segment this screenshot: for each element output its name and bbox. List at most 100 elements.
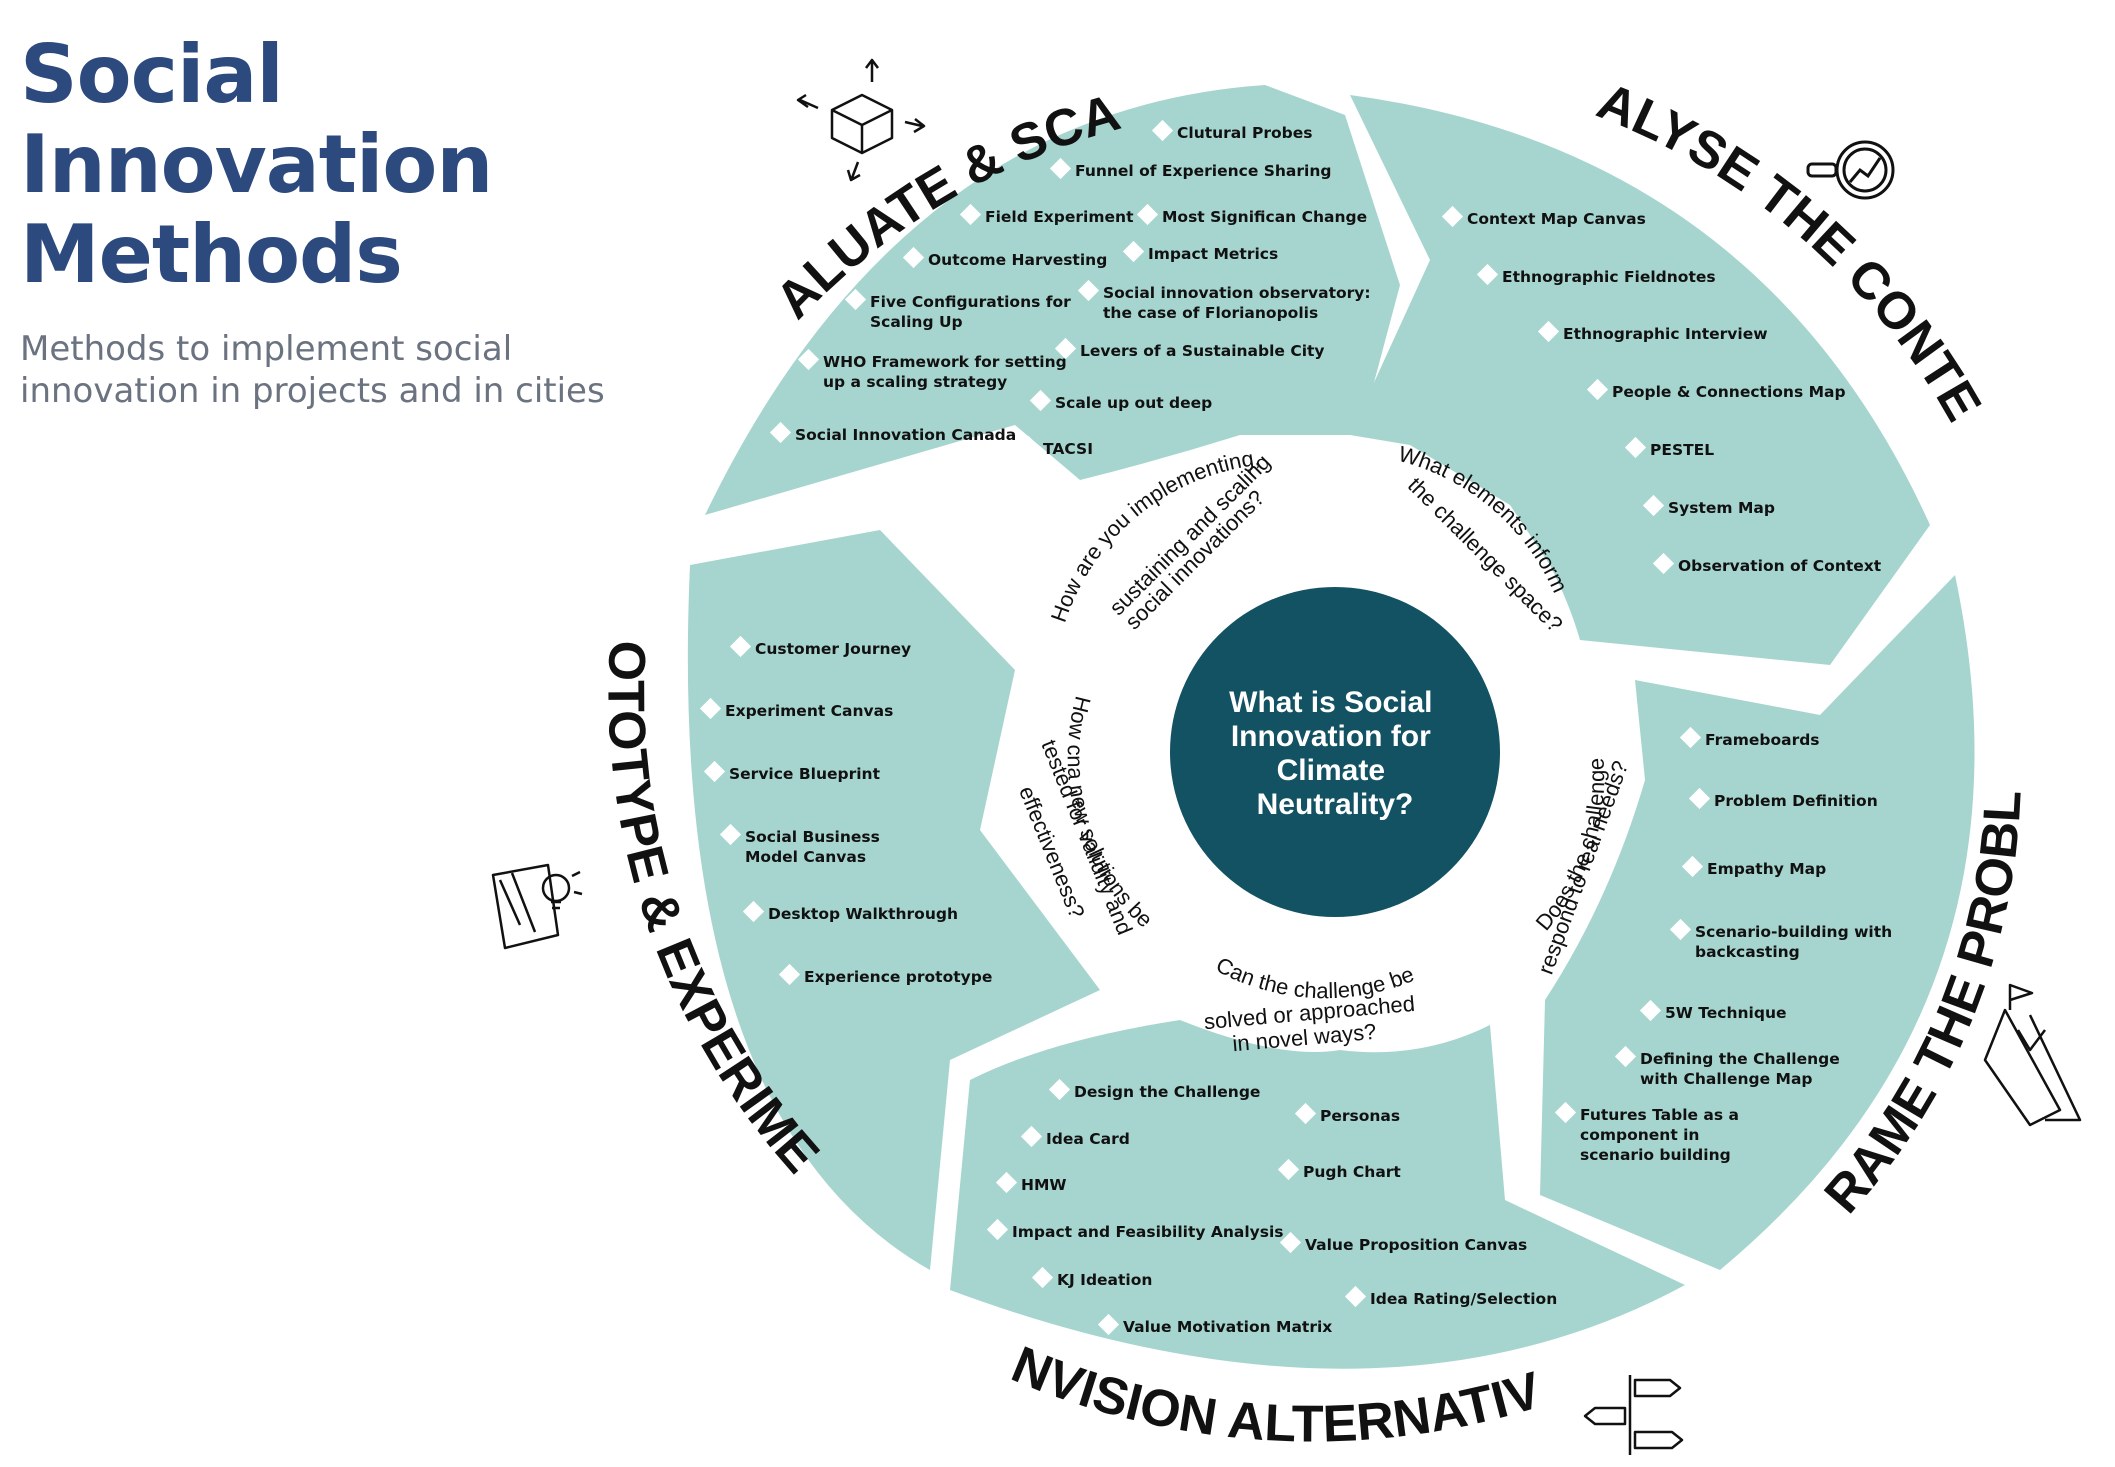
diamond-bullet-icon [959,203,982,226]
method-label: Customer Journey [755,640,911,658]
method-label: Pugh Chart [1303,1163,1401,1181]
method-item: Frameboards [1679,726,1820,749]
diamond-bullet-icon [995,1171,1018,1194]
segment-analyse-shape [1350,95,1930,665]
blueprint-bulb-icon [491,863,583,950]
method-item: Context Map Canvas [1441,205,1646,228]
center-line: What is Social [1229,686,1432,719]
segment-envision [950,1020,1685,1369]
method-label: 5W Technique [1665,1004,1787,1022]
method-label: Design the Challenge [1074,1083,1260,1101]
diamond-bullet-icon [797,348,820,371]
center-line: Climate [1277,754,1385,787]
method-item: Idea Rating/Selection [1344,1285,1557,1308]
method-label: Experience prototype [804,968,992,986]
segment-evaluate-shape [705,85,1400,515]
method-label: up a scaling strategy [823,373,1007,391]
cube-arrows-icon [796,58,926,182]
method-label: scenario building [1580,1146,1731,1164]
diamond-bullet-icon [1652,552,1675,575]
method-item: Experience prototype [778,963,992,986]
method-label: Ethnographic Fieldnotes [1502,268,1716,286]
method-label: Ethnographic Interview [1563,325,1768,343]
method-item: People & Connections Map [1586,378,1846,401]
segment-reframe-shape [1540,575,1975,1270]
method-label: Impact Metrics [1148,245,1278,263]
method-label: Idea Card [1046,1130,1130,1148]
diamond-bullet-icon [986,1218,1009,1241]
segment-analyse [1350,95,1930,665]
method-item: Field Experiment [959,203,1134,226]
method-item: Observation of Context [1652,552,1882,575]
method-label: Social innovation observatory: [1103,284,1371,302]
subtitle-line: Methods to implement social [20,329,513,369]
method-item: Most Significan Change [1136,203,1367,226]
method-label: Empathy Map [1707,860,1826,878]
method-label: KJ Ideation [1057,1271,1152,1289]
method-label: Idea Rating/Selection [1370,1290,1557,1308]
method-label: Observation of Context [1678,557,1882,575]
method-label: Funnel of Experience Sharing [1075,162,1331,180]
center-line: Neutrality? [1257,788,1414,821]
diamond-bullet-icon [1679,726,1702,749]
subtitle-line: innovation in projects and in cities [20,371,605,411]
diamond-bullet-icon [778,963,801,986]
diamond-bullet-icon [769,421,792,444]
method-label: Value Proposition Canvas [1305,1236,1527,1254]
method-label: People & Connections Map [1612,383,1846,401]
method-item: Empathy Map [1681,855,1826,878]
segment-prototype-shape [687,530,1100,1270]
method-label: backcasting [1695,943,1800,961]
method-item: Value Proposition Canvas [1279,1231,1527,1254]
center-title: What is Social Innovation for Climate Ne… [1229,686,1441,821]
diamond-bullet-icon [1669,918,1692,941]
method-label: Experiment Canvas [725,702,893,720]
method-label: Futures Table as a [1580,1106,1739,1124]
method-item: 5W Technique [1639,999,1787,1022]
signpost-icon [1583,1375,1684,1455]
method-item: Desktop Walkthrough [742,900,958,923]
page-subtitle: Methods to implement social innovation i… [20,328,740,412]
diamond-bullet-icon [1639,999,1662,1022]
method-label: Defining the Challenge [1640,1050,1840,1068]
method-label: System Map [1668,499,1775,517]
method-item: Problem Definition [1688,787,1878,810]
diamond-bullet-icon [719,823,742,846]
segment-envision-shape [950,1020,1685,1369]
method-label: HMW [1021,1176,1067,1194]
method-label: Social Business [745,828,880,846]
method-label: Outcome Harvesting [928,251,1107,269]
center-line: Innovation for [1231,720,1431,753]
method-label: Service Blueprint [729,765,881,783]
title-line: Social Innovation [20,28,493,211]
method-label: Scale up out deep [1055,394,1212,412]
segment-prototype [687,530,1100,1270]
method-item: Service Blueprint [703,760,881,783]
diamond-bullet-icon [1681,855,1704,878]
method-item: Social innovation observatory:the case o… [1077,279,1371,322]
method-label: Impact and Feasibility Analysis [1012,1223,1284,1241]
method-item: Social Innovation Canada [769,421,1016,444]
method-item: Scale up out deep [1029,389,1212,412]
diamond-bullet-icon [844,288,867,311]
diamond-bullet-icon [902,246,925,269]
diamond-bullet-icon [742,900,765,923]
method-label: Value Motivation Matrix [1123,1318,1332,1336]
method-label: Field Experiment [985,208,1134,226]
method-label: Levers of a Sustainable City [1080,342,1325,360]
method-item: Design the Challenge [1048,1078,1260,1101]
method-label: PESTEL [1650,441,1714,459]
title-line: Methods [20,208,403,301]
method-label: Problem Definition [1714,792,1878,810]
method-label: Five Configurations for [870,293,1071,311]
method-item: Value Motivation Matrix [1097,1313,1332,1336]
diamond-bullet-icon [699,697,722,720]
method-label: Model Canvas [745,848,866,866]
diamond-bullet-icon [703,760,726,783]
